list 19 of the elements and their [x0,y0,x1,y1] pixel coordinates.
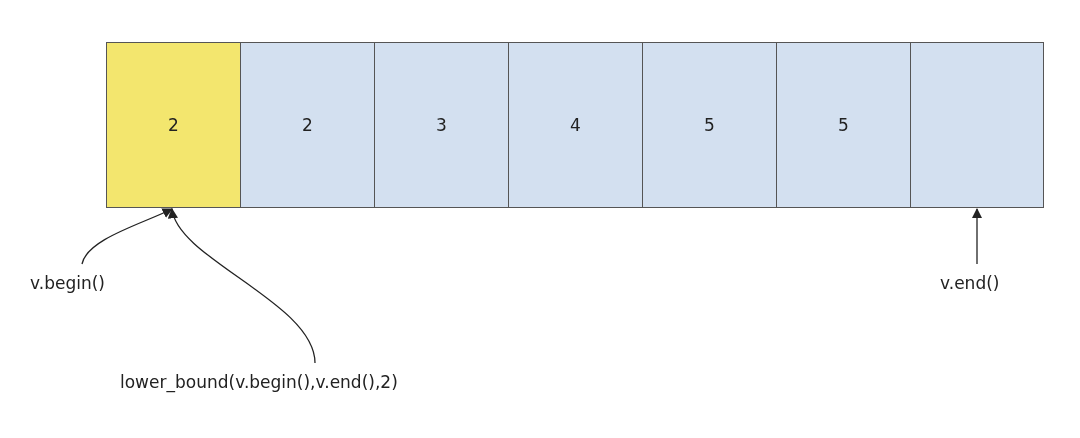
array-cell [642,42,777,208]
arrow [971,207,983,265]
array-cell [240,42,375,208]
array-cell [776,42,911,208]
cell-value: 3 [436,115,447,135]
cell-value: 2 [168,115,179,135]
cell-value: 5 [704,115,715,135]
array-cell [910,42,1044,208]
cell-value: 2 [302,115,313,135]
array-cell [374,42,509,208]
pointer-label: v.begin() [30,272,105,294]
pointer-label: lower_bound(v.begin(),v.end(),2) [120,371,398,393]
cell-value: 5 [838,115,849,135]
arrow [169,208,316,364]
array-cell [508,42,643,208]
array-cell [106,42,241,208]
cell-value: 4 [570,115,581,135]
pointer-label: v.end() [940,272,1000,294]
arrow [81,208,173,265]
